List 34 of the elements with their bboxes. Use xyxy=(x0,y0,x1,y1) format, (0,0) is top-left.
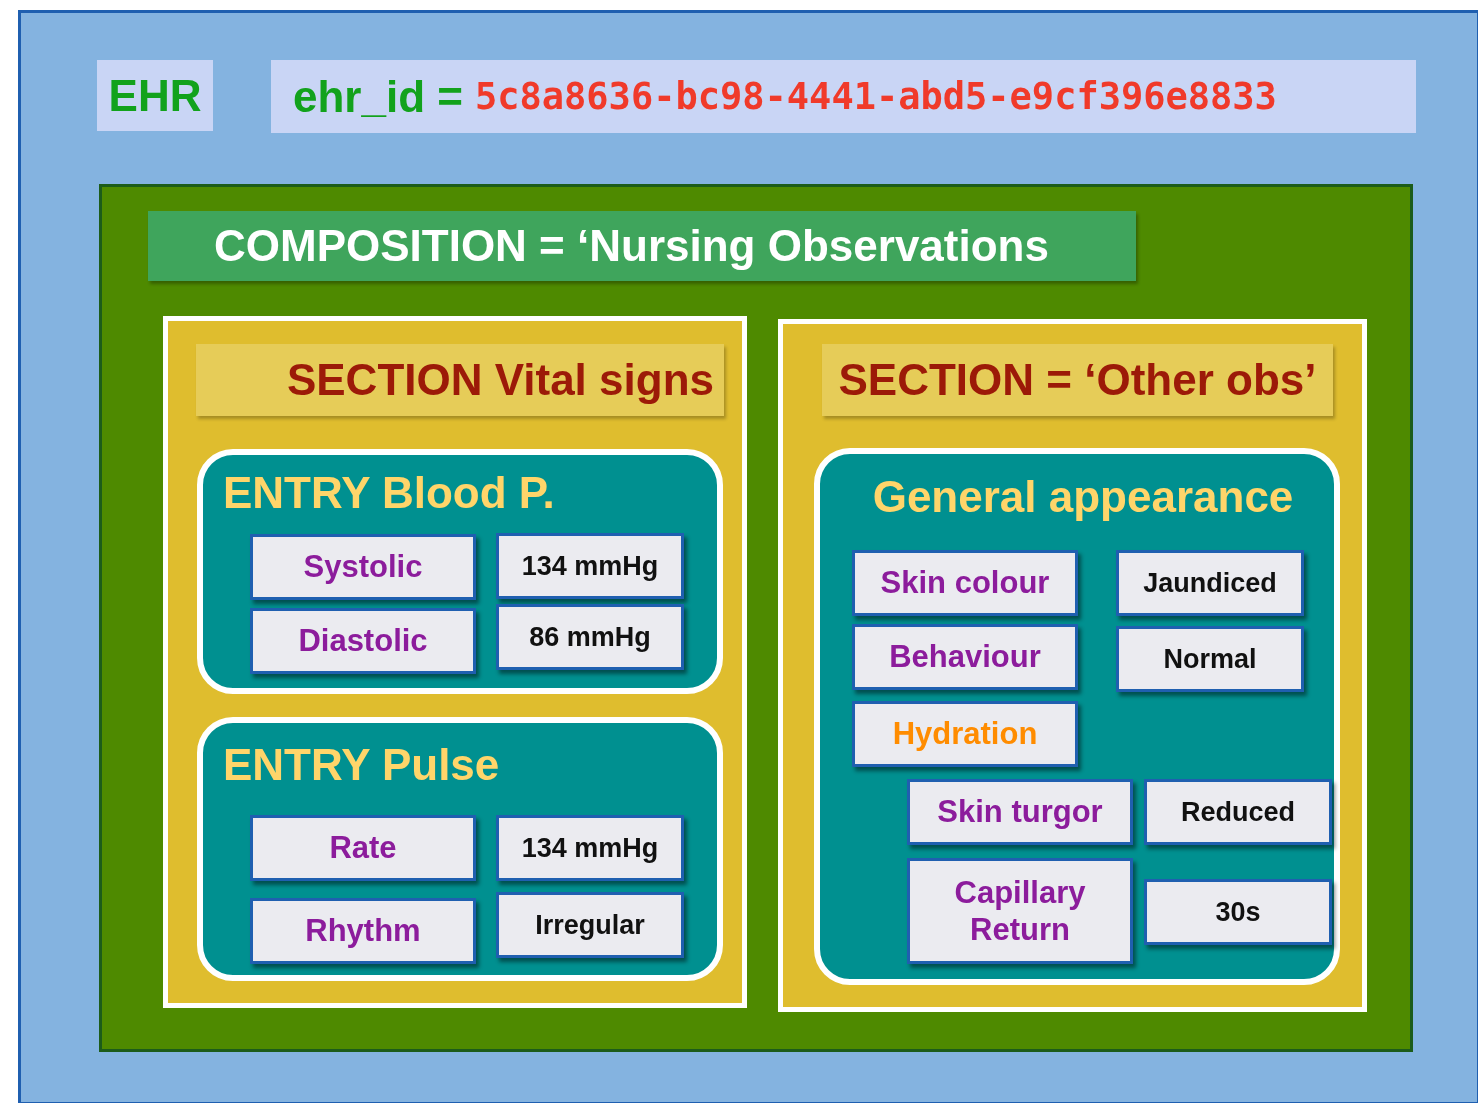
section-panel xyxy=(163,316,747,1008)
entry-heading: ENTRY Pulse xyxy=(223,739,501,791)
value-box: Irregular xyxy=(496,892,684,958)
id-banner xyxy=(271,60,1416,133)
composition-heading: COMPOSITION = ‘Nursing Observations xyxy=(148,211,1136,281)
entry-heading: ENTRY Blood P. xyxy=(223,467,556,519)
section-heading: SECTION = ‘Other obs’ xyxy=(822,344,1333,416)
entry-heading: General appearance xyxy=(871,471,1295,523)
value-box: 30s xyxy=(1144,879,1332,945)
section-heading: SECTION Vital signs xyxy=(196,344,724,416)
value-box: Normal xyxy=(1116,626,1304,692)
attribute-box: Diastolic xyxy=(250,608,476,674)
attribute-box: Skin colour xyxy=(852,550,1078,616)
entry-panel xyxy=(197,717,723,981)
entry-panel xyxy=(814,448,1340,985)
value-box: Reduced xyxy=(1144,779,1332,845)
attribute-box: Systolic xyxy=(250,534,476,600)
entry-panel xyxy=(197,449,723,694)
section-panel xyxy=(778,319,1367,1012)
value-box: 134 mmHg xyxy=(496,815,684,881)
attribute-box: Rhythm xyxy=(250,898,476,964)
attribute-box: Behaviour xyxy=(852,624,1078,690)
background-panel xyxy=(18,10,1478,1103)
value-box: 134 mmHg xyxy=(496,533,684,599)
attribute-box: Capillary Return xyxy=(907,858,1133,964)
id-label: ehr_id = xyxy=(293,71,463,122)
id-value: 5c8a8636-bc98-4441-abd5-e9cf396e8833 xyxy=(474,75,1277,118)
attribute-box: Rate xyxy=(250,815,476,881)
value-box: Jaundiced xyxy=(1116,550,1304,616)
attribute-box: Hydration xyxy=(852,701,1078,767)
ehr-label: EHR xyxy=(97,60,213,131)
attribute-box: Skin turgor xyxy=(907,779,1133,845)
value-box: 86 mmHg xyxy=(496,604,684,670)
composition-panel xyxy=(99,184,1413,1052)
